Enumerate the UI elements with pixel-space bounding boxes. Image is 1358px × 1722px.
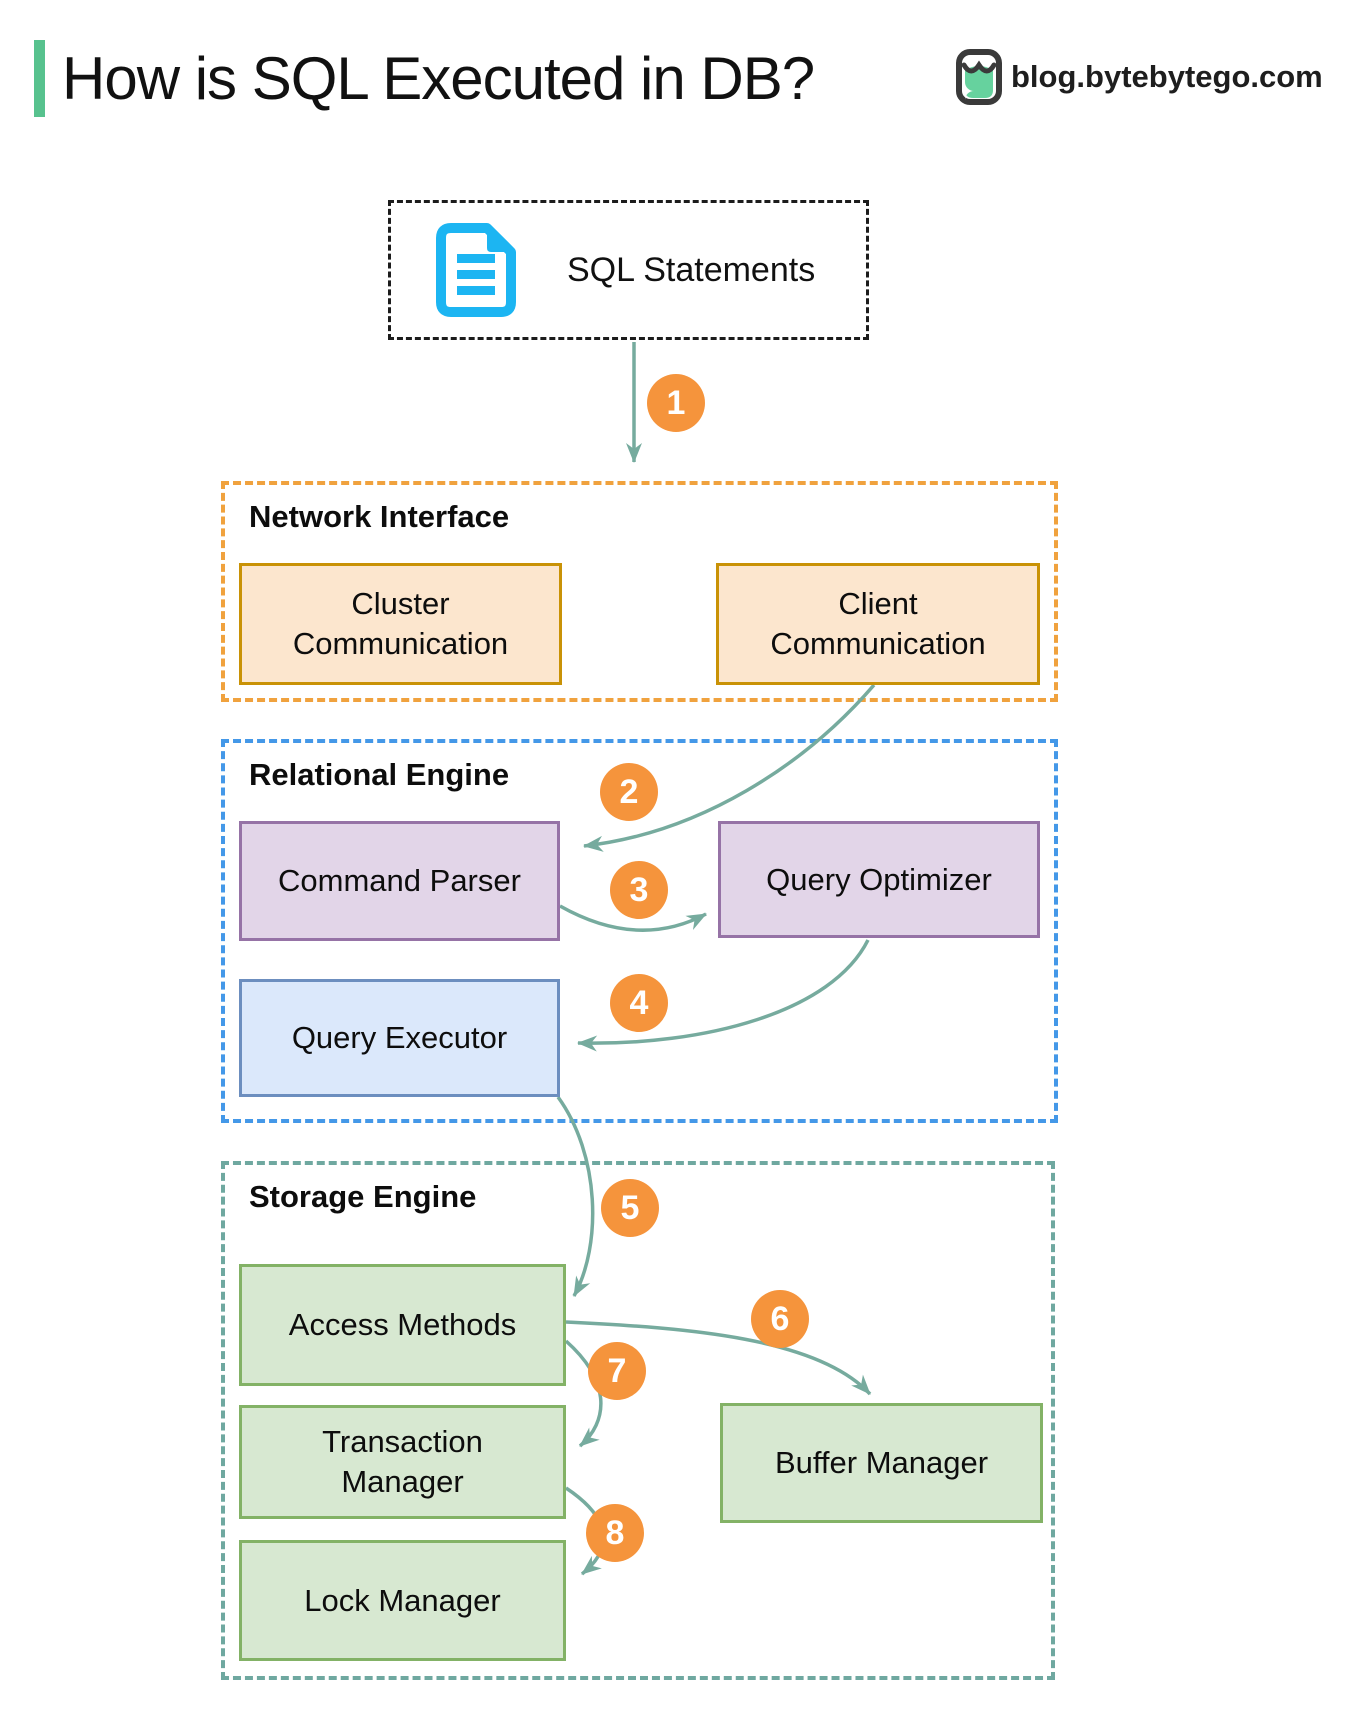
- section-label-storage-engine: Storage Engine: [249, 1179, 477, 1214]
- node-client-communication: Client Communication: [716, 563, 1040, 685]
- step-badge-4: 4: [610, 974, 668, 1032]
- step-badge-5: 5: [601, 1179, 659, 1237]
- node-transaction-manager: Transaction Manager: [239, 1405, 566, 1519]
- step-badge-6: 6: [751, 1290, 809, 1348]
- step-badge-8: 8: [586, 1504, 644, 1562]
- node-lock-manager: Lock Manager: [239, 1540, 566, 1661]
- brand: blog.bytebytego.com: [955, 48, 1323, 106]
- page-title: How is SQL Executed in DB?: [62, 45, 815, 112]
- title-accent-bar: [34, 40, 45, 117]
- section-storage-engine: Storage Engine: [221, 1161, 1055, 1680]
- step-badge-3: 3: [610, 861, 668, 919]
- step-badge-1: 1: [647, 374, 705, 432]
- node-buffer-manager: Buffer Manager: [720, 1403, 1043, 1523]
- step-badge-2: 2: [600, 763, 658, 821]
- step-badge-7: 7: [588, 1342, 646, 1400]
- brand-text: blog.bytebytego.com: [1011, 59, 1323, 94]
- section-label-network-interface: Network Interface: [249, 499, 510, 534]
- bytebytego-logo-icon: [956, 49, 1002, 105]
- sql-statements-label: SQL Statements: [567, 250, 816, 289]
- document-icon: [436, 223, 516, 317]
- node-query-optimizer: Query Optimizer: [718, 821, 1040, 938]
- node-query-executor: Query Executor: [239, 979, 560, 1097]
- node-cluster-communication: Cluster Communication: [239, 563, 562, 685]
- section-label-relational-engine: Relational Engine: [249, 757, 510, 792]
- node-access-methods: Access Methods: [239, 1264, 566, 1386]
- node-command-parser: Command Parser: [239, 821, 560, 941]
- sql-statements-box: SQL Statements: [388, 200, 869, 340]
